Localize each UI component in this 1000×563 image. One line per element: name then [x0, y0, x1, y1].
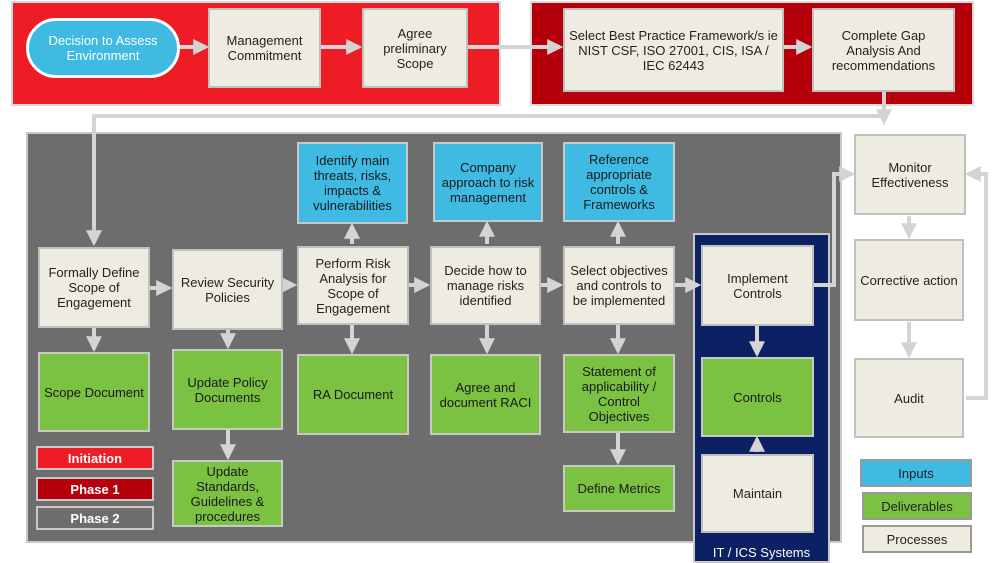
agree-scope-label: Agree preliminary Scope	[383, 25, 447, 71]
define-scope-label: Formally Define Scope of Engagement	[48, 265, 140, 310]
it-ics-title: IT / ICS Systems	[712, 545, 811, 560]
define-scope-box: Formally Define Scope of Engagement	[38, 247, 150, 328]
company-approach-input-label: Company approach to risk management	[441, 159, 535, 205]
management-commitment-box: Management Commitment	[208, 8, 321, 88]
legend-phase1: Phase 1	[36, 477, 154, 501]
select-framework-label: Select Best Practice Framework/s ie NIST…	[569, 27, 778, 73]
arrow-audit-to-monitor	[964, 166, 988, 400]
maintain-label: Maintain	[732, 486, 783, 501]
legend-processes: Processes	[862, 525, 972, 553]
update-standards-box: Update Standards, Guidelines & procedure…	[172, 460, 283, 527]
raci-label: Agree and document RACI	[439, 379, 532, 410]
monitor-effectiveness-label: Monitor Effectiveness	[871, 159, 949, 190]
company-approach-input-box: Company approach to risk management	[433, 142, 543, 222]
gap-analysis-box: Complete Gap Analysis And recommendation…	[812, 8, 955, 92]
review-policies-box: Review Security Policies	[172, 249, 283, 330]
audit-label: Audit	[894, 390, 924, 406]
manage-risks-label: Decide how to manage risks identified	[444, 263, 527, 308]
update-policy-box: Update Policy Documents	[172, 349, 283, 430]
corrective-action-box: Corrective action	[854, 239, 964, 321]
scope-document-box: Scope Document	[38, 352, 150, 432]
maintain-box: Maintain	[701, 454, 814, 533]
monitor-effectiveness-box: Monitor Effectiveness	[854, 134, 966, 215]
start-node-decision-to-assess: Decision to Assess Environment	[26, 18, 180, 78]
update-policy-label: Update Policy Documents	[187, 374, 268, 405]
review-policies-label: Review Security Policies	[180, 274, 275, 305]
implement-controls-box: Implement Controls	[701, 245, 814, 326]
select-framework-box: Select Best Practice Framework/s ie NIST…	[563, 8, 784, 92]
management-commitment-label: Management Commitment	[226, 33, 303, 63]
scope-document-label: Scope Document	[44, 384, 144, 400]
implement-controls-label: Implement Controls	[727, 270, 788, 301]
gap-analysis-label: Complete Gap Analysis And recommendation…	[831, 27, 936, 73]
select-objectives-label: Select objectives and controls to be imp…	[570, 263, 668, 308]
audit-box: Audit	[854, 358, 964, 438]
risk-analysis-label: Perform Risk Analysis for Scope of Engag…	[315, 255, 391, 316]
reference-controls-input-label: Reference appropriate controls & Framewo…	[583, 152, 655, 212]
raci-box: Agree and document RACI	[430, 354, 541, 435]
threats-input-box: Identify main threats, risks, impacts & …	[297, 142, 408, 224]
soa-box: Statement of applicability / Control Obj…	[563, 354, 675, 433]
update-standards-label: Update Standards, Guidelines & procedure…	[190, 463, 265, 524]
corrective-action-label: Corrective action	[860, 272, 958, 288]
define-metrics-label: Define Metrics	[577, 481, 661, 496]
start-node-label: Decision to Assess Environment	[48, 33, 158, 63]
controls-box: Controls	[701, 357, 814, 437]
legend-initiation: Initiation	[36, 446, 154, 470]
agree-scope-box: Agree preliminary Scope	[362, 8, 468, 88]
controls-label: Controls	[733, 389, 782, 405]
reference-controls-input-box: Reference appropriate controls & Framewo…	[563, 142, 675, 222]
ra-document-label: RA Document	[312, 387, 394, 402]
ra-document-box: RA Document	[297, 354, 409, 435]
define-metrics-box: Define Metrics	[563, 465, 675, 512]
soa-label: Statement of applicability / Control Obj…	[581, 363, 657, 424]
threats-input-label: Identify main threats, risks, impacts & …	[313, 153, 392, 213]
select-objectives-box: Select objectives and controls to be imp…	[563, 246, 675, 325]
legend-inputs: Inputs	[860, 459, 972, 487]
manage-risks-box: Decide how to manage risks identified	[430, 246, 541, 325]
legend-deliverables: Deliverables	[862, 492, 972, 520]
legend-phase2: Phase 2	[36, 506, 154, 530]
risk-analysis-box: Perform Risk Analysis for Scope of Engag…	[297, 246, 409, 325]
